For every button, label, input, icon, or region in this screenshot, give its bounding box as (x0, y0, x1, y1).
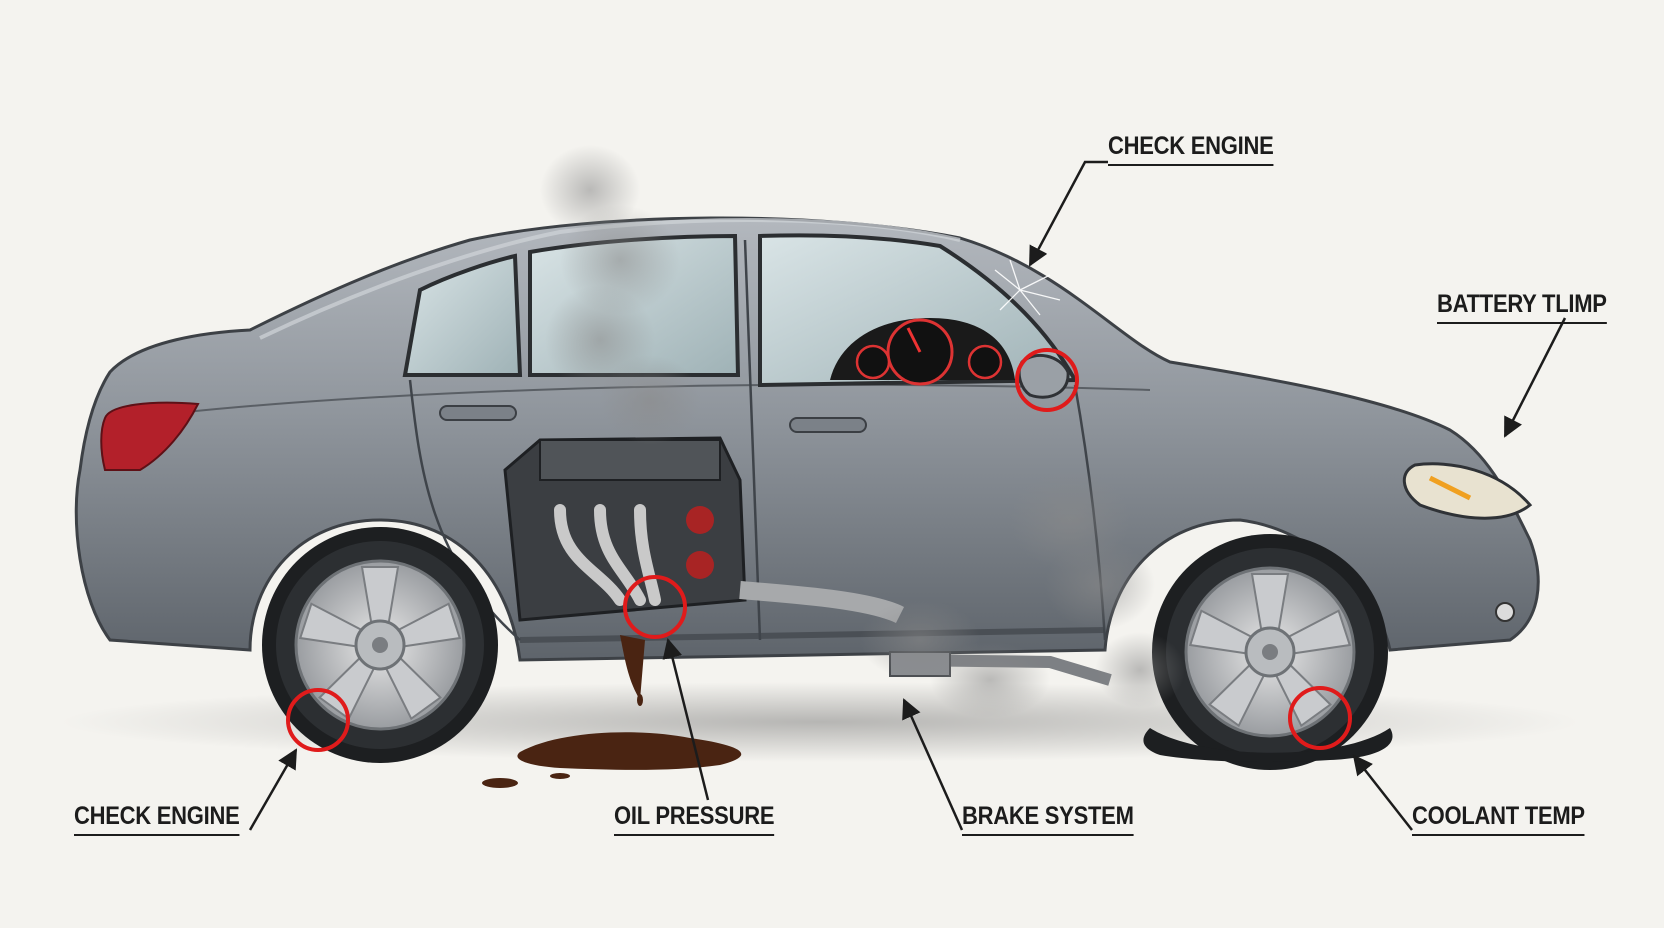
rear-door-handle (439, 405, 517, 421)
ring-oil-filter (623, 575, 687, 639)
label-brake-system: BRAKE SYSTEM (962, 802, 1134, 836)
smoke-plumes (540, 145, 1185, 718)
leader-check-engine-top (1028, 160, 1108, 267)
label-check-engine-top: CHECK ENGINE (1108, 132, 1274, 166)
flat-tire-icon (1143, 728, 1393, 763)
ring-side-mirror (1015, 348, 1079, 412)
side-mirror (1017, 353, 1070, 399)
ring-rear-tire (286, 688, 350, 752)
leader-check-engine-bottom (248, 748, 298, 831)
rear-wheel (260, 525, 500, 765)
label-battery-temp: BATTERY TLIMP (1437, 290, 1607, 324)
leader-coolant-temp (1352, 754, 1413, 831)
tail-light-icon (100, 401, 200, 471)
front-door-handle (789, 417, 867, 433)
leader-brake-system (902, 698, 964, 831)
front-wheel (1150, 532, 1390, 772)
label-oil-pressure: OIL PRESSURE (614, 802, 775, 836)
windshield-crack (994, 259, 1061, 316)
leader-battery-temp (1503, 317, 1567, 438)
engine-icon (503, 436, 905, 624)
leader-oil-pressure (662, 638, 710, 801)
dashboard-gauges-icon (830, 318, 1015, 386)
rear-window (402, 253, 523, 377)
label-check-engine-bottom: CHECK ENGINE (74, 802, 240, 836)
label-coolant-temp: COOLANT TEMP (1412, 802, 1585, 836)
oil-leak (482, 635, 742, 788)
ring-front-tire (1288, 686, 1352, 750)
headlight-icon (1402, 462, 1533, 520)
